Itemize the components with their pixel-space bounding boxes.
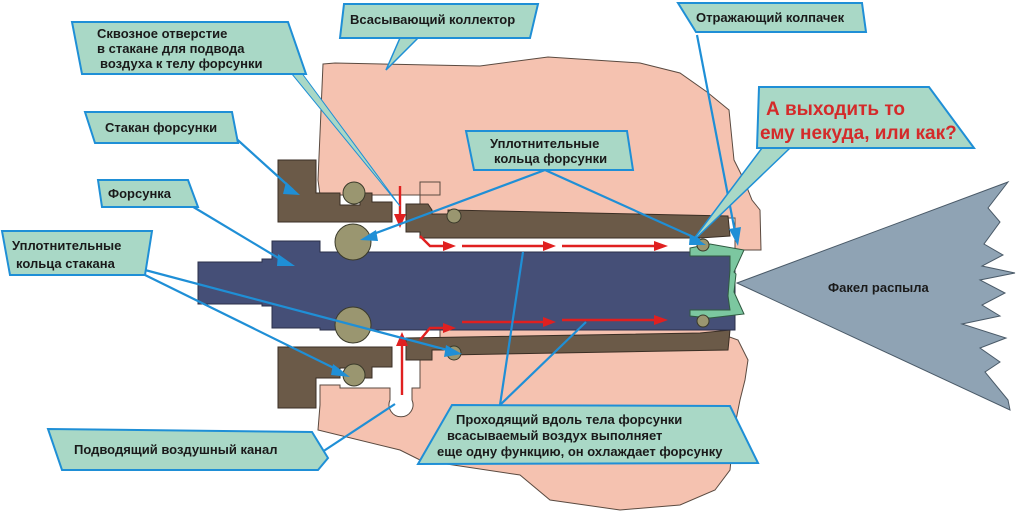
callout-injector-cup: Стакан форсунки bbox=[83, 111, 240, 144]
label-through-hole-line2: в стакане для подвода bbox=[97, 41, 245, 56]
callout-injector-seals: Уплотнительные кольца форсунки bbox=[464, 130, 635, 171]
callout-cup-seals: Уплотнительные кольца стакана bbox=[0, 230, 154, 276]
label-cooling-note-line3: еще одну функцию, он охлаждает форсунку bbox=[437, 444, 723, 459]
label-intake-manifold: Всасывающий коллектор bbox=[350, 12, 515, 27]
label-reflector-cap: Отражающий колпачек bbox=[696, 10, 845, 25]
callout-cooling-note: Проходящий вдоль тела форсунки всасываем… bbox=[416, 403, 760, 466]
seal-ring-cup-upper bbox=[342, 181, 366, 205]
label-cup-seals-line1: Уплотнительные bbox=[12, 238, 121, 253]
label-through-hole-line3: воздуха к телу форсунки bbox=[100, 56, 262, 71]
airflow-arrows bbox=[394, 186, 668, 395]
label-injector: Форсунка bbox=[108, 186, 172, 201]
label-injector-seals-line2: кольца форсунки bbox=[494, 151, 607, 166]
injector-sleeve-upper bbox=[405, 203, 731, 239]
label-spray-cone: Факел распыла bbox=[828, 280, 930, 295]
injector-body bbox=[197, 240, 736, 331]
callout-question: А выходить то ему некуда, или как? bbox=[755, 86, 976, 149]
label-injector-cup: Стакан форсунки bbox=[105, 120, 217, 135]
label-through-hole-line1: Сквозное отверстие bbox=[97, 26, 227, 41]
callout-air-channel: Подводящий воздушный канал bbox=[46, 427, 330, 471]
callout-intake-manifold: Всасывающий коллектор bbox=[338, 3, 540, 39]
label-cooling-note-line1: Проходящий вдоль тела форсунки bbox=[456, 412, 682, 427]
label-question-line2: ему некуда, или как? bbox=[760, 123, 957, 144]
seal-ring-tip-lower bbox=[696, 314, 710, 328]
spray-cone bbox=[735, 180, 1016, 411]
seal-ring-sleeve-upper bbox=[446, 208, 462, 224]
callout-reflector-cap: Отражающий колпачек bbox=[676, 1, 868, 33]
label-cup-seals-line2: кольца стакана bbox=[16, 256, 116, 271]
callout-injector: Форсунка bbox=[96, 179, 200, 208]
label-question-line1: А выходить то bbox=[766, 99, 905, 120]
label-air-channel: Подводящий воздушный канал bbox=[74, 442, 278, 457]
label-cooling-note-line2: всасываемый воздух выполняет bbox=[447, 428, 662, 443]
seal-ring-injector-upper bbox=[334, 223, 372, 261]
callout-through-hole: Сквозное отверстие в стакане для подвода… bbox=[70, 21, 308, 75]
label-injector-seals-line1: Уплотнительные bbox=[490, 136, 599, 151]
